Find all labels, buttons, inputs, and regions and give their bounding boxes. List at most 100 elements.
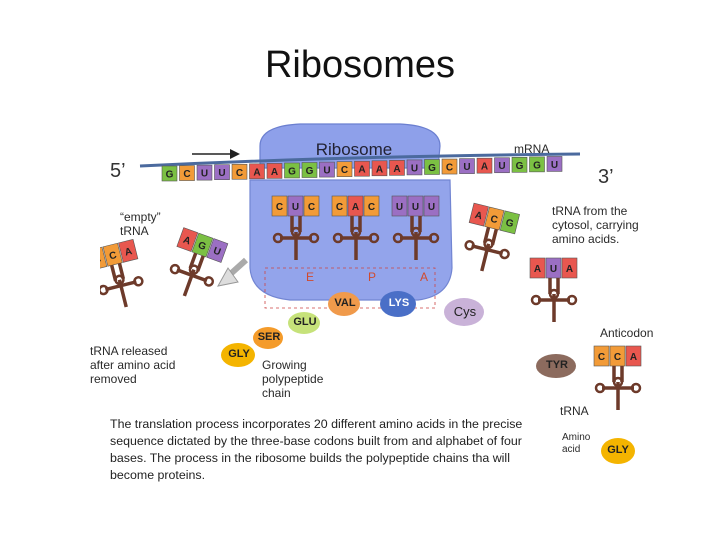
mrna-base: A [249,163,265,180]
gly-trna-loop [630,382,642,394]
mrna-base-letter: C [341,165,348,176]
incoming-trna-label: tRNA from the cytosol, carrying amino ac… [552,204,639,246]
mrna-base: U [406,159,423,176]
ribosome-trna-0-anticodon-base: C [271,195,288,217]
ribosome-trna-0-anticodon-base: C [303,195,320,217]
incoming-trna-anticodon-base: C [484,206,505,231]
aa-lys-bead [380,291,416,317]
incoming-trna-loop [464,240,475,251]
ribosome-trna-0-stem [280,216,312,260]
incoming-trna-anticodon-base-letter: G [504,218,514,231]
gly-trna-stem [602,366,634,410]
empty-trna-loop [188,264,200,275]
aa-glu: GLU [293,316,317,328]
ribosome-trna-0-anticodon-base-letter: U [292,202,299,213]
mrna-base: U [459,158,475,174]
ribosome-trna-1-anticodon-base: C [363,195,380,217]
ribosome-trna-1-anticodon-base: C [331,195,348,217]
ribosome-trna-1-anticodon-base-letter: C [368,202,375,213]
tyr-trna-anticodon-base-letter: A [566,264,573,275]
mrna-base-letter: A [253,167,260,178]
gly-trna-anticodon-base: C [593,345,610,367]
mrna-base-letter: G [166,170,174,181]
tyr-trna-loop [548,288,560,300]
mrna-base-letter: A [481,162,488,173]
aa-cys: Cys [453,304,477,319]
gly-trna-loop [594,382,606,394]
empty-trna-anticodon-base: G [191,232,214,258]
direction-arrow-head [230,149,240,159]
ribosome-label: Ribosome [315,140,393,159]
mrna-base-letter: U [323,166,330,177]
mrna-base-letter: U [498,161,505,172]
five-prime-label: 5’ [110,160,126,182]
figure-caption: The translation process incorporates 20 … [110,417,523,482]
mrna-base: U [546,156,563,172]
growing-chain-label: Growing polypeptide chain [262,358,324,400]
empty-trna-anticodon-base-letter: G [196,240,207,253]
tyr-trna-anticodon-base: A [561,257,578,279]
mrna-label: mRNA [514,142,550,156]
trna-label: tRNA [560,404,589,418]
ribosome-trna-1-loop [350,226,362,238]
ribosome-trna-2-anticodon-base-letter: U [412,202,419,213]
ribosome-trna-2-anticodon-base-letter: U [428,202,435,213]
tyr-trna-anticodon-base: U [545,257,562,279]
mrna-base-letter: U [201,169,208,180]
mrna-base-letter: U [411,163,418,174]
mrna-base-letter: G [306,166,314,177]
released-trna-anticodon-base-letter: A [124,246,134,258]
released-trna-loop [114,274,125,286]
site-p: P [368,270,377,284]
ribosome-trna-1-stem [340,216,372,260]
ribosome-trna-0-loop [272,232,284,244]
mrna-base: C [441,158,458,175]
ribosome-trna-2-loop [392,232,404,244]
release-arrow-head [217,267,239,287]
ribosome-trna-2-loop [410,226,422,238]
released-trna-loop [133,276,144,287]
mrna-base-letter: U [551,160,558,171]
aa-val-bead [328,292,360,316]
amino-acid-label: Amino acid [562,432,591,455]
mrna-base-letter: C [236,168,243,179]
mrna-base: U [319,161,335,178]
mrna-base: C [179,165,195,181]
mrna-base-letter: C [446,163,453,174]
mrna-base: G [161,165,178,182]
mrna-base: U [214,164,230,180]
mrna-base: G [301,162,318,178]
empty-trna-label: “empty” tRNA [120,210,161,238]
gly-trna-anticodon-base: A [625,345,642,367]
tyr-trna-loop [566,294,578,306]
mrna-base-letter: G [516,161,524,172]
ribosome-trna-2-anticodon-base-letter: U [396,202,403,213]
site-a: A [420,270,429,284]
mrna-base-letter: G [288,166,296,177]
empty-trna-anticodon-base: U [206,238,229,263]
empty-trna-anticodon-base-letter: U [212,246,223,259]
gly-trna-loop [612,376,624,388]
ribosome-trna-2-stem [400,216,432,260]
mrna-base: A [476,157,493,174]
mrna-base: U [196,164,213,181]
ribosome-trna-2-loop [428,232,440,244]
mrna-base: A [389,160,405,176]
mrna-base: A [371,160,388,177]
incoming-trna-stem [471,226,504,272]
aa-glu-bead [288,312,320,334]
gly-trna-anticodon-base-letter: C [614,352,621,363]
aa-lys: LYS [388,297,410,309]
aa-tyr-bead [536,354,576,378]
mrna-base: U [494,157,510,174]
mrna-base: G [424,159,440,175]
released-trna-stem [104,262,137,308]
aa-gly-bead [221,343,255,367]
